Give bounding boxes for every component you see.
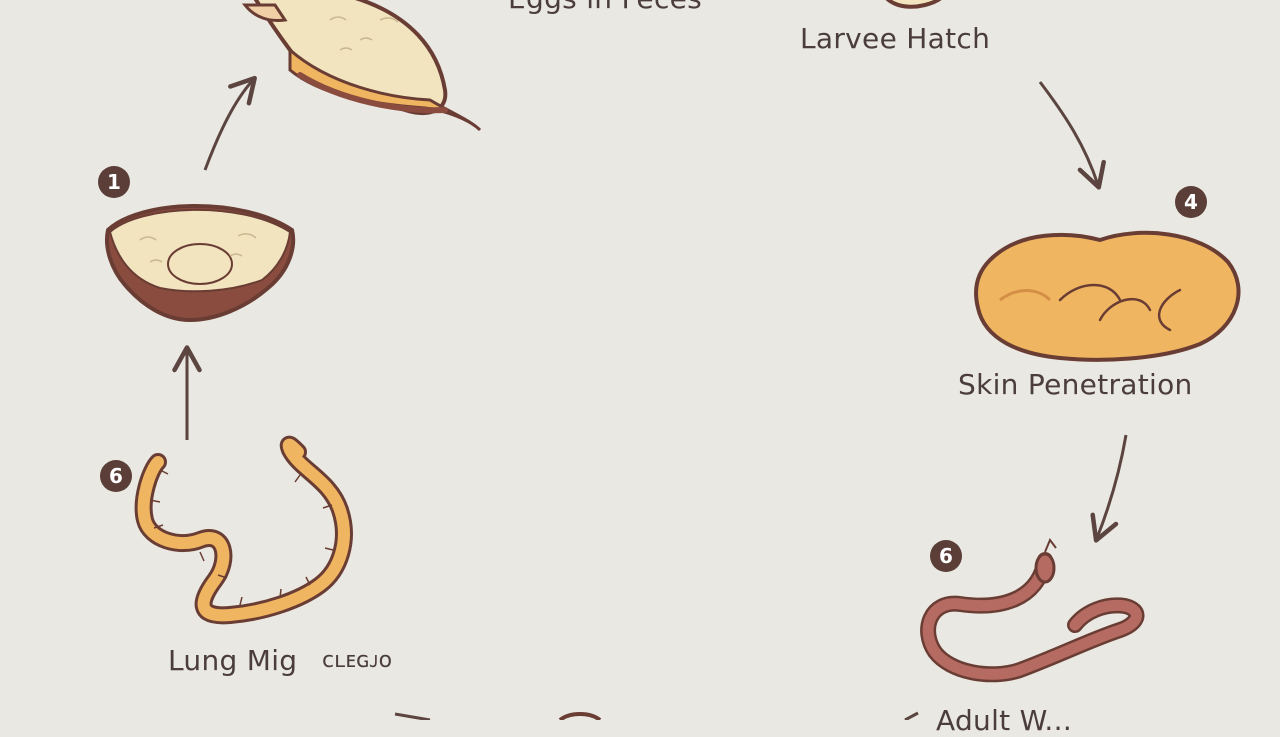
badge-stage-1: 1 [98,166,130,198]
badge-stage-6-lung: 6 [100,460,132,492]
lifecycle-diagram: Eggs in Feces Larvee Hatch Skin Penetrat… [98,0,1241,737]
arrow-1-to-2 [203,75,257,171]
arrow-bottom-left [394,712,431,720]
egg-icon [886,0,942,9]
stool-sample-icon [105,204,296,323]
lifecycle-canvas [105,0,1241,720]
arrow-4-to-5 [1090,434,1128,543]
feces-sample-icon [241,0,482,132]
arrow-3-to-4 [1038,81,1106,190]
stage-label-lung: Lung Mig [168,644,298,677]
badge-stage-6-adult: 6 [930,540,962,572]
bottom-center-shape [558,712,602,720]
adult-worm-icon [920,538,1145,683]
stage-label-larvae: Larvee Hatch [800,22,991,55]
stage-label-eggs: Eggs in Feces [508,0,702,15]
stage-label-adult: Adult W... [936,704,1073,737]
larva-worm-icon [134,435,353,625]
skin-blob-icon [974,230,1241,362]
stage-label-skin: Skin Penetration [958,368,1193,401]
badge-stage-4: 4 [1175,186,1207,218]
stage-label-lung-scribble: ᴄʟᴇɢᴊᴏ [322,648,393,673]
arrow-bottom-right [904,711,919,720]
